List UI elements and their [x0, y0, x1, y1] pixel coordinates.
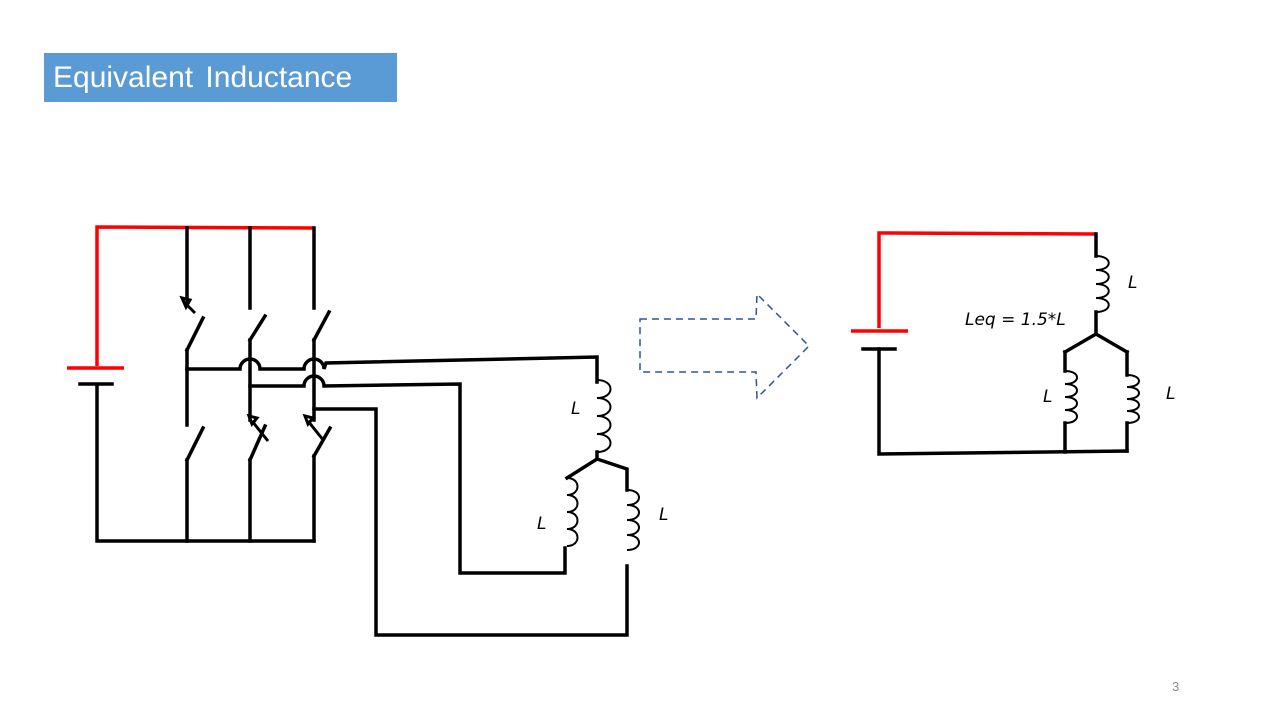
switch-c-lower	[311, 425, 333, 459]
dc-negative-rail	[95, 384, 316, 543]
phase-leg-c	[302, 226, 333, 543]
phase-leg-a	[179, 226, 206, 543]
inductor-label: L	[571, 399, 580, 419]
dc-negative-rail-right	[877, 347, 1129, 456]
equivalence-arrow	[639, 292, 811, 400]
switch-a-lower	[184, 425, 206, 463]
inductor-bottom-left-b	[626, 489, 640, 551]
dc-positive-rail	[95, 225, 315, 366]
switch-b-upper	[247, 313, 268, 343]
inductor-label: L	[659, 505, 668, 525]
equation-label: Leq = 1.5*L	[965, 310, 1066, 330]
inductor-label: L	[1043, 387, 1052, 407]
inductor-right-a	[1064, 370, 1078, 424]
output-wire-c	[312, 407, 629, 637]
y-neutral-left	[564, 457, 629, 492]
left-circuit: L L L	[67, 225, 668, 637]
inductor-label: L	[537, 514, 546, 534]
inductor-label: L	[1166, 384, 1175, 404]
inductor-right-top	[1095, 255, 1110, 313]
output-wire-b	[248, 374, 567, 575]
right-circuit: Leq = 1.5*L L L L	[851, 231, 1175, 456]
dc-positive-rail-right	[877, 231, 1097, 328]
phase-leg-b	[246, 226, 270, 543]
inductor-right-b	[1126, 374, 1140, 424]
inductor-top-left	[596, 379, 612, 453]
slide-title: Equivalent Inductance	[44, 53, 397, 102]
switch-a-upper	[184, 315, 206, 353]
output-wire-a	[185, 355, 599, 384]
switch-c-upper	[311, 309, 332, 343]
y-neutral-right	[1062, 331, 1130, 355]
page-number: 3	[1172, 679, 1180, 694]
inductor-label: L	[1128, 273, 1137, 293]
inductor-bottom-left-a	[566, 477, 579, 547]
switch-b-lower	[247, 423, 268, 463]
